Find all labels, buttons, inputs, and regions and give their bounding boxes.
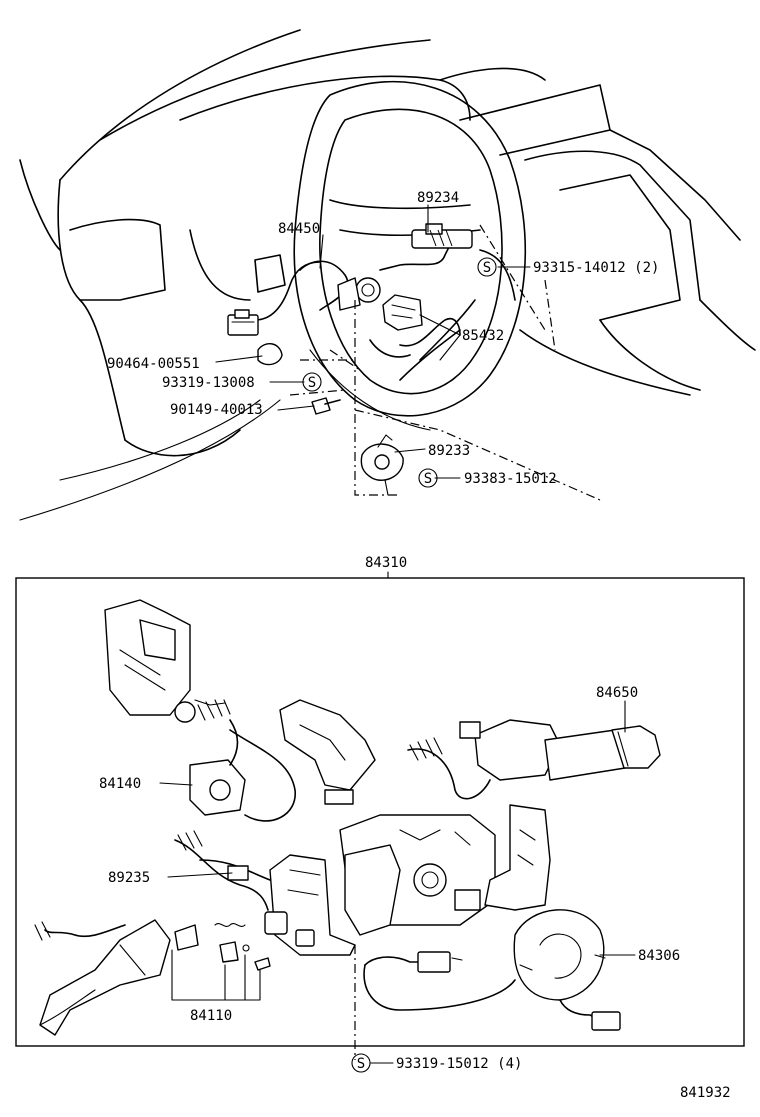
connector-84140	[189, 699, 296, 822]
bolt-90149	[311, 397, 341, 415]
callout-89233: 89233	[428, 443, 470, 459]
switch-bracket-right	[484, 804, 551, 911]
callout-84306: 84306	[638, 948, 680, 964]
callout-93319a: 93319-13008	[162, 375, 255, 391]
s-symbol: S	[483, 260, 491, 276]
s-symbol: S	[308, 375, 316, 391]
callout-84140: 84140	[99, 776, 141, 792]
switch-block-89235	[174, 830, 356, 956]
callout-85432: 85432	[462, 328, 504, 344]
spiral-cable-84306	[363, 909, 621, 1031]
callout-84310: 84310	[365, 555, 407, 571]
s-mark-93315	[477, 257, 497, 277]
assembly-box	[15, 577, 745, 1047]
lever-84110	[34, 919, 271, 1036]
dash-leaders-upper	[289, 224, 601, 501]
center-spiral	[337, 277, 381, 311]
sensor-85432	[382, 294, 423, 331]
callout-90464: 90464-00551	[107, 356, 200, 372]
horn-button-89234	[411, 223, 473, 249]
callout-84110: 84110	[190, 1008, 232, 1024]
switch-bracket-mid	[279, 699, 376, 805]
switch-body-center	[339, 814, 496, 936]
callout-93319b: 93319-15012 (4)	[396, 1056, 522, 1072]
s-symbol: S	[424, 471, 432, 487]
sensor-89233	[360, 434, 404, 496]
callout-93383: 93383-15012	[464, 471, 557, 487]
callout-93315: 93315-14012 (2)	[533, 260, 659, 276]
callout-89234: 89234	[417, 190, 459, 206]
lever-84650	[407, 719, 661, 800]
s-symbol: S	[357, 1056, 365, 1072]
figure-code: 841932	[680, 1085, 731, 1101]
s-mark-93383	[418, 468, 438, 488]
leader-lines-lower	[159, 700, 636, 1060]
wire-harness-upper	[254, 244, 461, 358]
callout-89235: 89235	[108, 870, 150, 886]
callout-90149: 90149-40013	[170, 402, 263, 418]
dashboard-outline	[19, 29, 756, 521]
switch-body-upper-left	[104, 599, 226, 723]
steering-wheel	[293, 80, 527, 431]
callout-84650: 84650	[596, 685, 638, 701]
clip-90464	[257, 343, 283, 366]
leader-lines-upper	[215, 204, 531, 479]
connector-90464	[227, 309, 259, 336]
callout-84450: 84450	[278, 221, 320, 237]
s-mark-93319b	[351, 1053, 371, 1073]
s-mark-93319a	[302, 372, 322, 392]
